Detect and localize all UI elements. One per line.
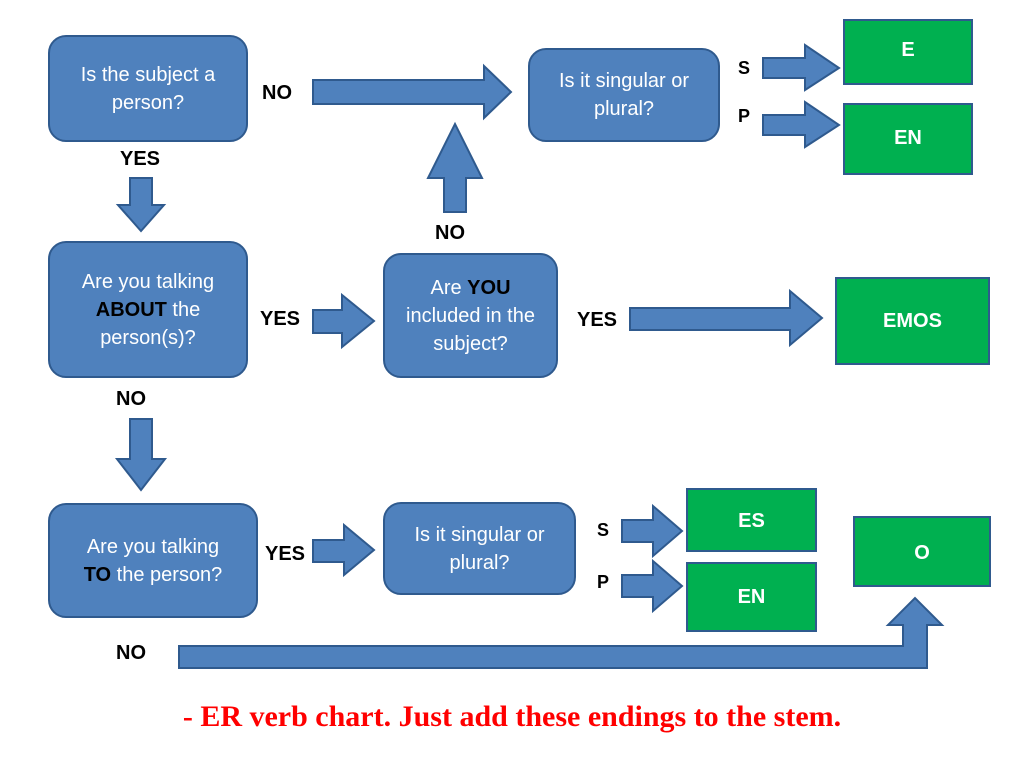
question-talking-about-post: the person(s)?: [100, 298, 201, 349]
question-singular-plural-bottom: Is it singular or plural?: [383, 502, 576, 595]
label-p-bottom: P: [597, 572, 610, 592]
arrow-no-down-2: [114, 418, 168, 492]
label-yes-about: YES: [260, 308, 301, 330]
question-talking-to-post: the person?: [116, 563, 223, 586]
question-you-included: Are YOU included in the subject?: [383, 253, 558, 378]
arrow-s-to-es: [621, 503, 684, 559]
arrow-yes-down-1: [115, 177, 167, 233]
answer-emos: EMOS: [835, 277, 990, 365]
answer-en-top: EN: [843, 103, 973, 175]
label-p-top: P: [738, 106, 751, 126]
to-emphasis: TO: [83, 563, 112, 586]
label-no-to: NO: [116, 642, 146, 664]
question-subject-person: Is the subject a person?: [48, 35, 248, 142]
arrow-p-to-en: [621, 558, 684, 614]
question-singular-plural-top: Is it singular or plural?: [528, 48, 720, 142]
label-no-subject: NO: [262, 82, 292, 104]
about-emphasis: ABOUT: [95, 298, 167, 321]
question-talking-to-pre: Are you talking: [86, 535, 220, 558]
question-talking-about: Are you talking ABOUT the person(s)?: [48, 241, 248, 378]
arrow-you-no-up: [426, 121, 484, 213]
answer-o: O: [853, 516, 991, 587]
answer-es: ES: [686, 488, 817, 552]
label-s-top: S: [738, 58, 751, 78]
you-emphasis: YOU: [467, 276, 511, 299]
arrow-yes-to-emos: [629, 288, 824, 348]
label-no-about: NO: [116, 388, 146, 410]
label-yes-to: YES: [265, 543, 306, 565]
question-talking-about-pre: Are you talking: [81, 270, 215, 293]
label-yes-you: YES: [577, 309, 618, 331]
arrow-yes-to-you: [312, 292, 376, 350]
question-you-included-text: Are YOU included in the subject?: [395, 274, 546, 358]
arrow-no-to-o: [178, 596, 945, 669]
label-no-you: NO: [435, 222, 465, 244]
arrow-yes-to-singular-plural: [312, 522, 376, 578]
question-talking-about-text: Are you talking ABOUT the person(s)?: [60, 268, 236, 352]
question-you-included-pre: Are: [430, 276, 462, 299]
label-s-bottom: S: [597, 520, 610, 540]
arrow-no-to-singular-plural: [312, 63, 513, 121]
question-talking-to-text: Are you talking TO the person?: [84, 533, 223, 589]
arrow-s-to-e: [762, 43, 841, 92]
answer-e: E: [843, 19, 973, 85]
question-you-included-post: included in the subject?: [406, 304, 535, 355]
caption: - ER verb chart. Just add these endings …: [182, 700, 842, 733]
question-talking-to: Are you talking TO the person?: [48, 503, 258, 618]
answer-en-bottom: EN: [686, 562, 817, 632]
arrow-p-to-en: [762, 100, 841, 149]
label-yes-subject: YES: [120, 148, 161, 170]
